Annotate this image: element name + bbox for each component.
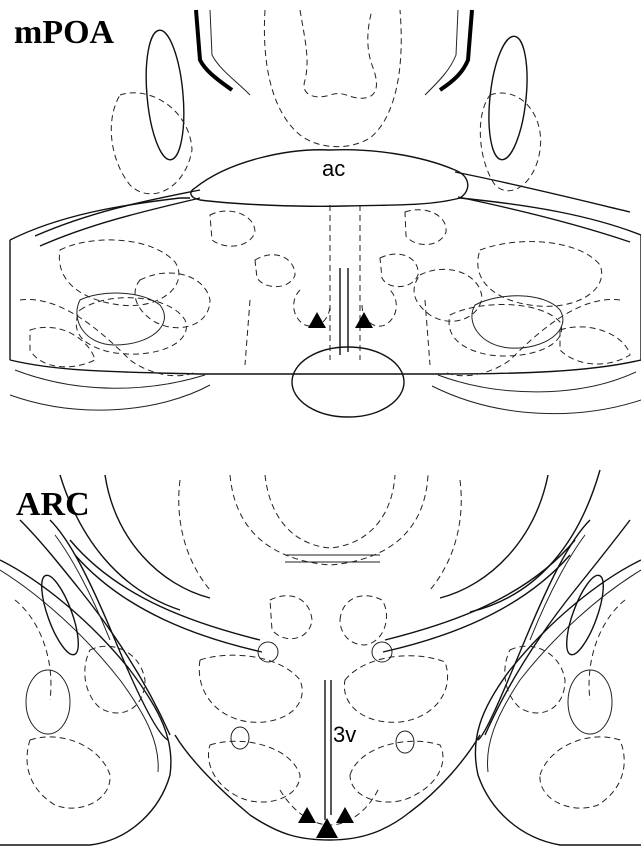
- lateral-ventricle-right: [484, 34, 533, 161]
- panel-label-mpoa: mPOA: [14, 16, 114, 50]
- arc-marker-left: [298, 807, 316, 823]
- arc-panel: 3v: [0, 470, 641, 845]
- mpoa-marker-right: [355, 312, 373, 328]
- structure-label-ac: ac: [322, 156, 345, 181]
- mpoa-panel: ac: [10, 10, 641, 417]
- arc-marker-right: [336, 807, 354, 823]
- mpoa-section-outline: [10, 198, 641, 374]
- lateral-ventricle-left: [141, 29, 188, 162]
- panel-label-arc: ARC: [16, 488, 90, 522]
- septal-region: [300, 10, 376, 98]
- structure-label-3v: 3v: [333, 722, 356, 747]
- optic-chiasm: [292, 347, 404, 417]
- arc-marker-center: [316, 818, 338, 838]
- mpoa-marker-left: [308, 312, 326, 328]
